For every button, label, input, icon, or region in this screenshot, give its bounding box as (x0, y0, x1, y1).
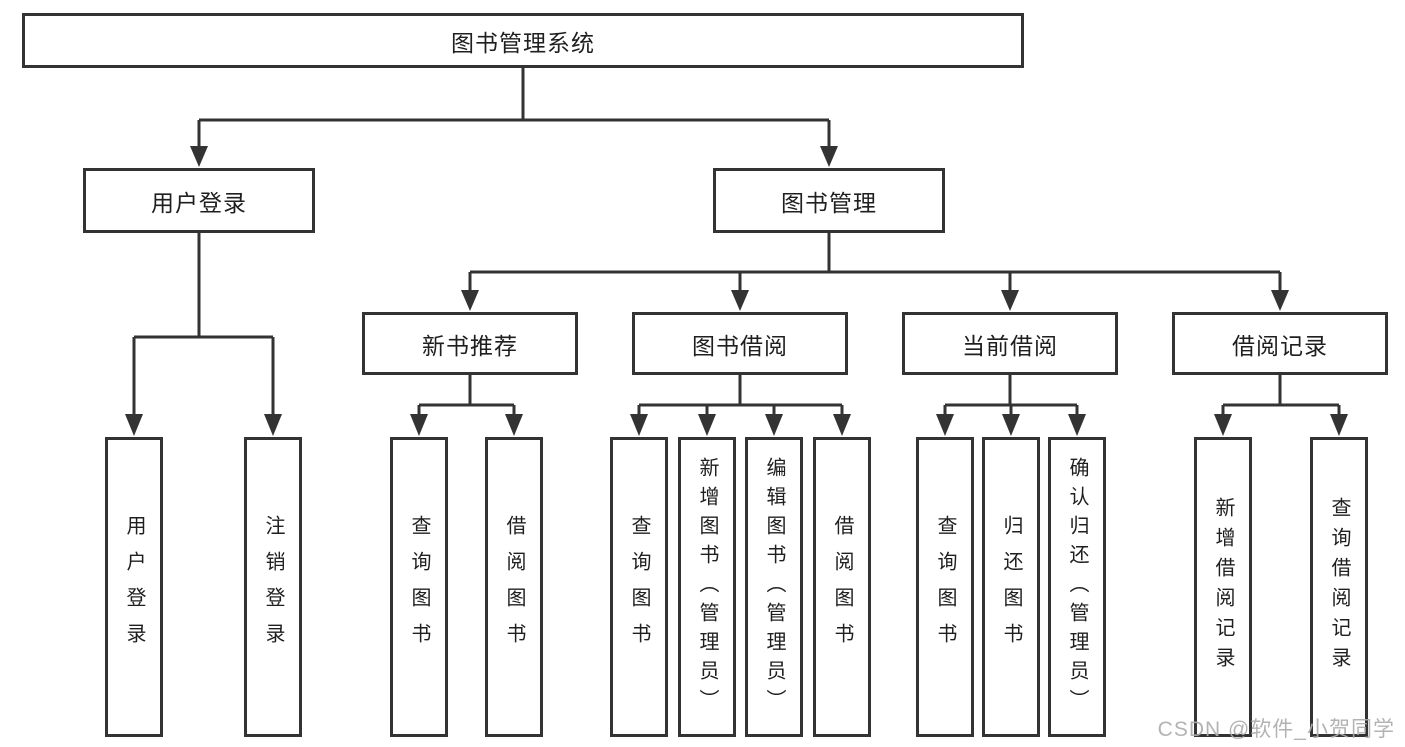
connector-borrow-records-children (1214, 375, 1348, 436)
connector-user-login-children (125, 233, 282, 436)
leaf-user-login-label: 用户登录 (123, 515, 145, 659)
leaf-add-book-admin-label: 新增图书（管理员） (696, 456, 718, 718)
leaf-borrow-books-recommend-label: 借阅图书 (503, 515, 525, 659)
node-new-book-recommend-label: 新书推荐 (422, 332, 518, 359)
node-borrow-records-label: 借阅记录 (1232, 332, 1328, 359)
leaf-add-borrow-record-label: 新增借阅记录 (1212, 497, 1234, 677)
leaf-query-books-recommend-label: 查询图书 (408, 515, 430, 659)
leaf-query-borrow-record: 查询借阅记录 (1310, 437, 1368, 737)
connector-root-to-level2 (190, 68, 838, 167)
node-user-login: 用户登录 (83, 168, 315, 233)
leaf-borrow-books-recommend: 借阅图书 (485, 437, 543, 737)
leaf-query-books-borrow: 查询图书 (610, 437, 668, 737)
leaf-query-books-borrow-label: 查询图书 (628, 515, 650, 659)
leaf-query-books-current-label: 查询图书 (934, 515, 956, 659)
leaf-user-login: 用户登录 (105, 437, 163, 737)
leaf-borrow-books-2: 借阅图书 (813, 437, 871, 737)
node-book-borrow-label: 图书借阅 (692, 332, 788, 359)
leaf-query-books-recommend: 查询图书 (390, 437, 448, 737)
leaf-return-book-label: 归还图书 (1000, 515, 1022, 659)
node-book-borrow: 图书借阅 (632, 312, 848, 375)
connector-current-borrow-children (936, 375, 1086, 436)
connector-book-borrow-children (630, 375, 851, 436)
node-new-book-recommend: 新书推荐 (362, 312, 578, 375)
leaf-edit-book-admin: 编辑图书（管理员） (745, 437, 803, 737)
node-borrow-records: 借阅记录 (1172, 312, 1388, 375)
leaf-confirm-return-admin-label: 确认归还（管理员） (1066, 456, 1088, 718)
connector-new-book-recommend-children (410, 375, 523, 436)
leaf-edit-book-admin-label: 编辑图书（管理员） (763, 456, 785, 718)
node-current-borrow-label: 当前借阅 (962, 332, 1058, 359)
leaf-add-book-admin: 新增图书（管理员） (678, 437, 736, 737)
node-book-management-label: 图书管理 (781, 189, 877, 216)
leaf-query-books-current: 查询图书 (916, 437, 974, 737)
node-user-login-label: 用户登录 (151, 189, 247, 216)
node-root-label: 图书管理系统 (451, 29, 595, 56)
leaf-query-borrow-record-label: 查询借阅记录 (1328, 497, 1350, 677)
node-book-management: 图书管理 (713, 168, 945, 233)
connector-book-management-children (461, 233, 1289, 311)
node-root: 图书管理系统 (22, 13, 1024, 68)
leaf-confirm-return-admin: 确认归还（管理员） (1048, 437, 1106, 737)
leaf-add-borrow-record: 新增借阅记录 (1194, 437, 1252, 737)
leaf-return-book: 归还图书 (982, 437, 1040, 737)
watermark: CSDN @软件_小贺同学 (1157, 718, 1395, 741)
leaf-borrow-books-2-label: 借阅图书 (831, 515, 853, 659)
node-current-borrow: 当前借阅 (902, 312, 1118, 375)
leaf-logout: 注销登录 (244, 437, 302, 737)
leaf-logout-label: 注销登录 (262, 515, 284, 659)
